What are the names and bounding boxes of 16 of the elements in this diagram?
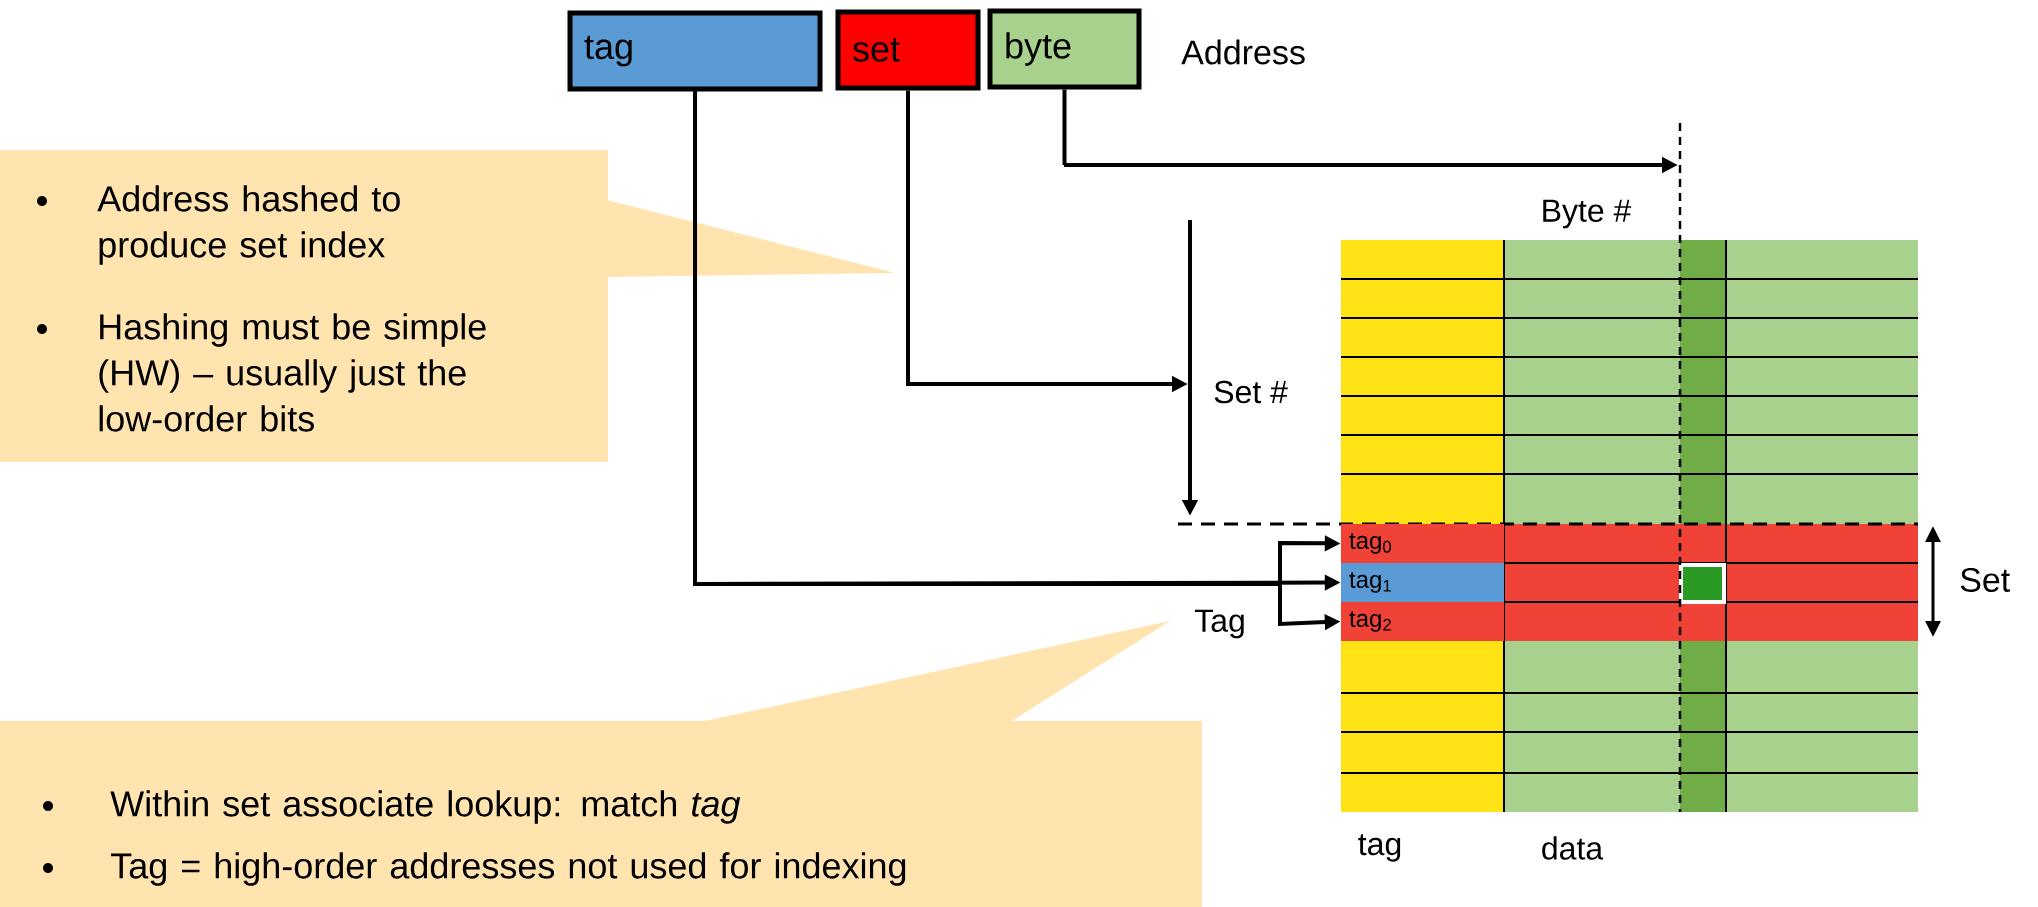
field-box: tag (567, 10, 823, 92)
column-label: tag (1358, 834, 1401, 862)
node-label: tag$_{2}$ (1349, 611, 1391, 632)
label: Set # (1214, 380, 1288, 404)
node-label: tag$_{0}$ (1349, 533, 1392, 554)
axis-label: Byte # (1543, 199, 1632, 229)
tag-cell: tag$_{0}$ (1341, 524, 1504, 563)
callout-box: Address hashed to produce set index Hashing must be simple (HW) – usually just the low-order bits (0, 150, 895, 462)
field-box: set (835, 9, 981, 91)
tag-cell: tag$_{2}$ (1341, 602, 1504, 641)
field-box: byte (987, 8, 1142, 90)
callout-box: Within set associate lookup: match tag Tag = high-order addresses not used for indexing (0, 621, 1202, 907)
column-label: data (1542, 836, 1604, 860)
label: Address (1181, 39, 1305, 65)
label: Set (1960, 567, 2010, 593)
tag-cell: tag$_{1}$ (1341, 563, 1504, 602)
